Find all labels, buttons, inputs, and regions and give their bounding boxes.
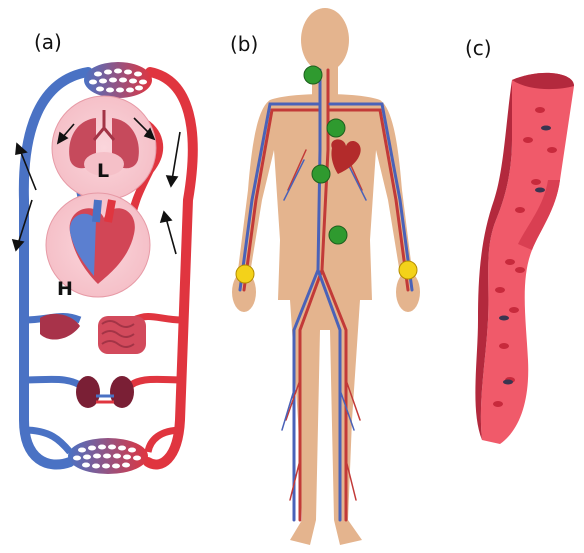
vessel-tube bbox=[475, 73, 574, 444]
